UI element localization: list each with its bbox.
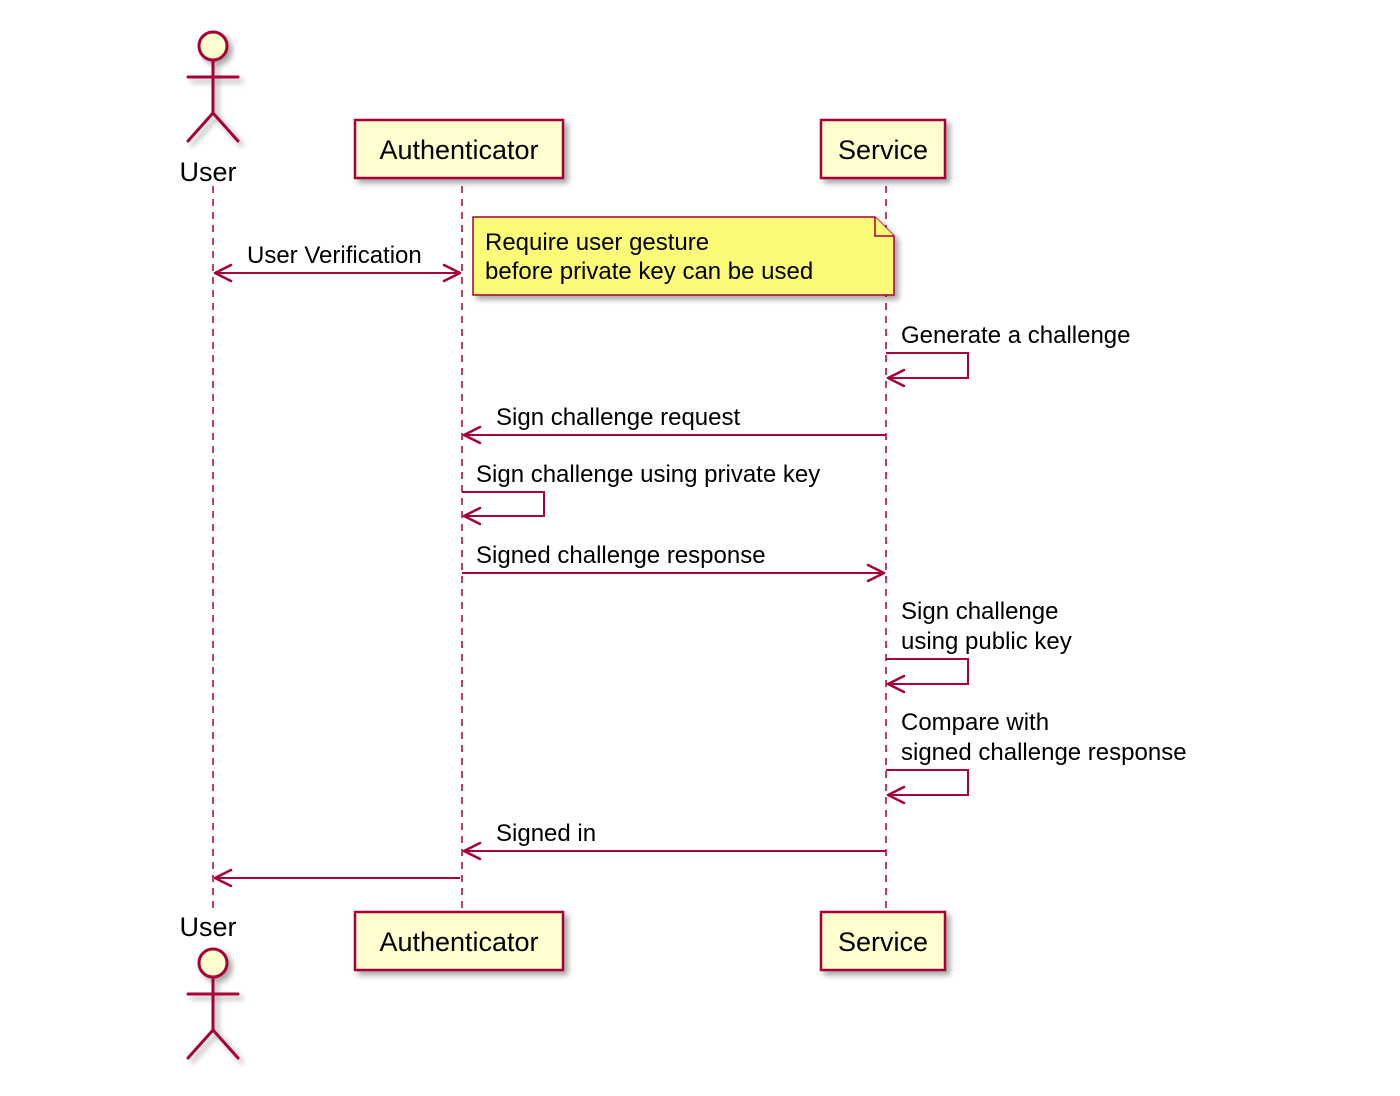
compare-label-1: Compare with — [901, 709, 1049, 736]
sign-challenge-request-label: Sign challenge request — [496, 404, 741, 431]
service-participant-bottom: Service — [819, 910, 947, 972]
user-label-bottom: User — [179, 912, 236, 942]
generate-challenge-label: Generate a challenge — [901, 322, 1131, 349]
authenticator-label-bottom: Authenticator — [379, 927, 538, 957]
sign-private-key-label: Sign challenge using private key — [476, 461, 820, 488]
compare-label-2: signed challenge response — [901, 739, 1187, 766]
authenticator-label-top: Authenticator — [379, 135, 538, 165]
service-label-top: Service — [838, 135, 928, 165]
note-line-1: Require user gesture — [485, 229, 709, 256]
user-label-top: User — [179, 157, 236, 187]
user-verification-label: User Verification — [247, 242, 422, 269]
user-actor-icon-top — [186, 30, 240, 143]
authenticator-participant-bottom: Authenticator — [353, 910, 565, 972]
message-generate-challenge: Generate a challenge — [886, 322, 1131, 388]
message-signed-in: Signed in — [462, 820, 886, 861]
note — [472, 216, 895, 296]
message-sign-public-key: Sign challenge using public key — [886, 598, 1072, 694]
message-signed-challenge-response: Signed challenge response — [462, 542, 886, 583]
signed-in-label: Signed in — [496, 820, 596, 847]
message-user-verification: User Verification — [213, 242, 462, 283]
message-authenticator-to-user — [213, 868, 460, 888]
note-line-2: before private key can be used — [485, 258, 813, 285]
authenticator-participant-top: Authenticator — [353, 118, 565, 180]
message-sign-challenge-request: Sign challenge request — [462, 404, 886, 445]
user-actor-icon-bottom — [186, 947, 240, 1060]
service-label-bottom: Service — [838, 927, 928, 957]
sign-public-key-label-2: using public key — [901, 628, 1072, 655]
service-participant-top: Service — [819, 118, 947, 180]
sign-public-key-label-1: Sign challenge — [901, 598, 1058, 625]
signed-challenge-response-label: Signed challenge response — [476, 542, 766, 569]
message-compare: Compare with signed challenge response — [886, 709, 1187, 805]
message-sign-private-key: Sign challenge using private key — [462, 461, 820, 526]
